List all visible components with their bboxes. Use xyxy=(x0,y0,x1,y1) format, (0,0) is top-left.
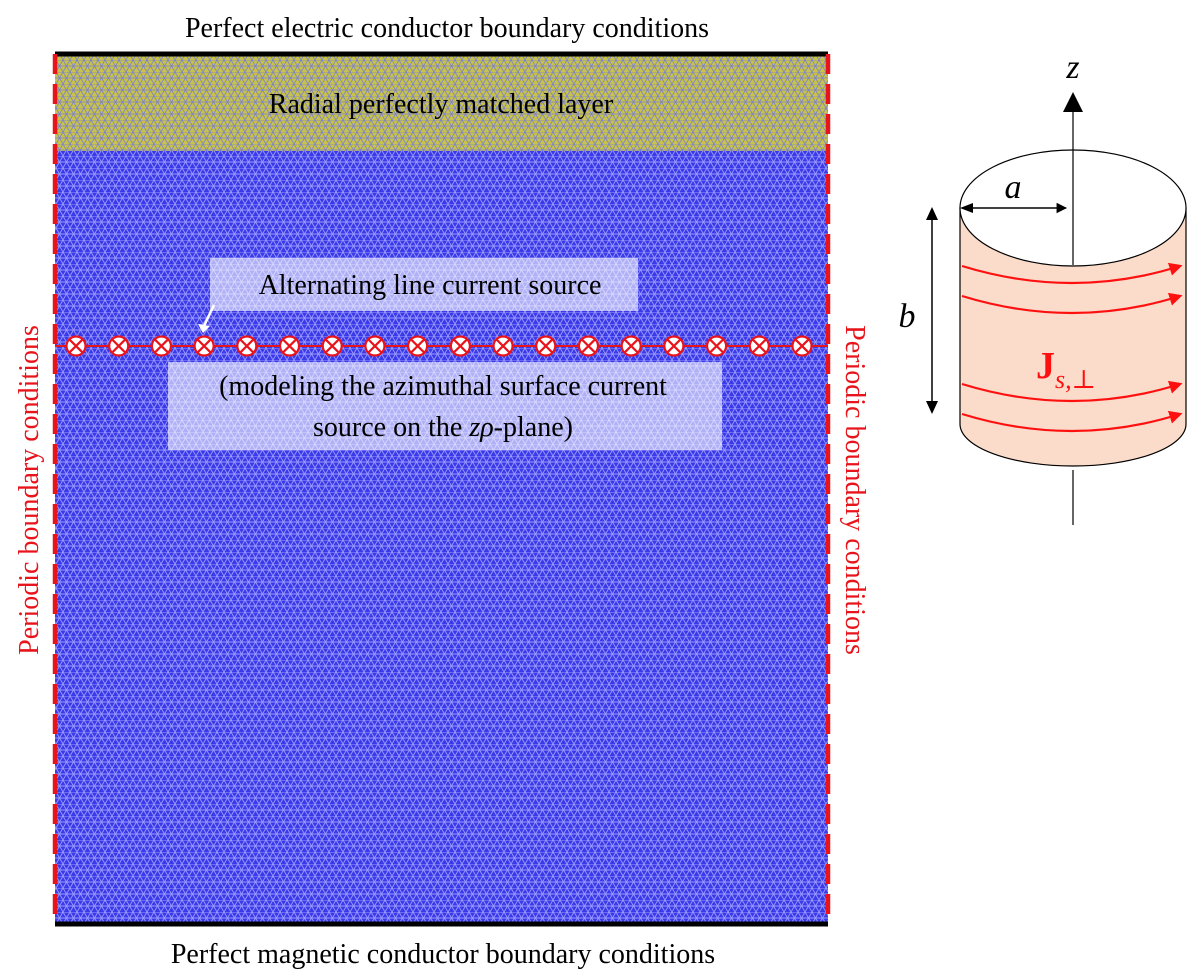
source-marker xyxy=(236,335,258,357)
source-marker xyxy=(748,335,770,357)
z-axis-arrowhead xyxy=(1063,92,1083,112)
pml-region xyxy=(55,54,828,151)
source-note-line2-pre: source on the xyxy=(313,412,469,443)
source-pointer-arrow xyxy=(202,304,216,327)
current-arrow-3 xyxy=(961,380,1183,403)
source-note-line1: (modeling the azimuthal surface current xyxy=(219,371,667,402)
source-note-line2: source on the zρ-plane) xyxy=(313,412,573,443)
source-note-line2-post: -plane) xyxy=(494,412,573,443)
source-label-box xyxy=(210,258,638,311)
current-label: Js,⊥ xyxy=(1036,345,1096,394)
source-marker xyxy=(407,335,429,357)
pml-label: Radial perfectly matched layer xyxy=(269,89,614,120)
source-marker xyxy=(705,335,728,357)
source-label: Alternating line current source xyxy=(259,270,602,301)
source-marker xyxy=(278,335,301,357)
cylinder-body xyxy=(959,207,1187,467)
simulation-domain: Radial perfectly matched layer Alternati… xyxy=(52,51,831,927)
source-marker xyxy=(535,335,557,357)
a-label: a xyxy=(1005,169,1022,206)
current-arrow-2 xyxy=(961,292,1183,315)
current-label-sub: s,⊥ xyxy=(1055,365,1096,394)
mesh-region xyxy=(55,54,828,924)
top-boundary-label: Perfect electric conductor boundary cond… xyxy=(185,13,709,44)
source-marker xyxy=(193,335,215,357)
source-marker xyxy=(791,335,813,357)
current-label-main: J xyxy=(1036,345,1055,387)
source-note-box xyxy=(168,362,722,450)
source-marker xyxy=(65,335,87,357)
b-label: b xyxy=(899,298,916,335)
source-marker xyxy=(321,335,343,357)
source-marker xyxy=(492,335,514,357)
source-marker xyxy=(108,335,130,357)
cylinder-inset: z a b Js,⊥ xyxy=(899,49,1187,525)
left-boundary-label: Periodic boundary conditions xyxy=(14,325,45,655)
source-marker xyxy=(577,335,600,357)
radius-arrowhead-left xyxy=(960,203,973,213)
source-marker xyxy=(663,335,685,357)
current-arrow-4 xyxy=(961,410,1183,433)
source-markers xyxy=(65,335,813,357)
right-boundary-label: Periodic boundary conditions xyxy=(839,325,870,655)
z-label: z xyxy=(1065,49,1079,86)
source-marker xyxy=(620,335,642,357)
bottom-boundary-label: Perfect magnetic conductor boundary cond… xyxy=(171,939,715,970)
source-marker xyxy=(364,335,386,357)
source-marker xyxy=(449,335,471,357)
height-arrowhead-bottom xyxy=(926,401,938,414)
source-note-line2-var: zρ xyxy=(468,412,493,443)
source-pointer-arrowhead xyxy=(198,324,210,333)
height-arrowhead-top xyxy=(926,207,938,220)
source-marker xyxy=(150,335,173,357)
current-arrow-1 xyxy=(961,262,1183,285)
surface-current-arrows xyxy=(961,262,1183,433)
